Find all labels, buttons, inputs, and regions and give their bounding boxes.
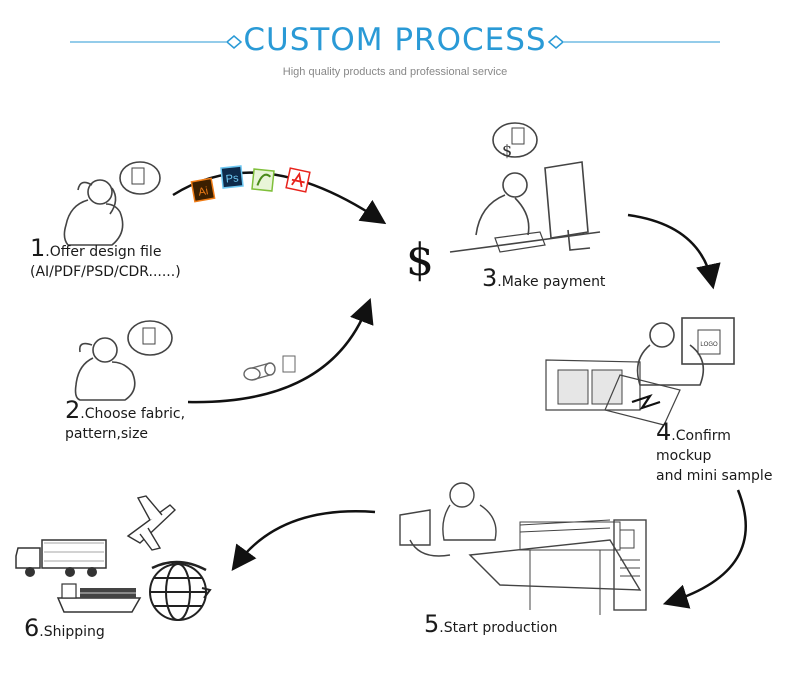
step-6-label: 6.Shipping — [24, 616, 105, 642]
step-text-2: (AI/PDF/PSD/CDR......) — [30, 264, 181, 280]
file-icon-label: Ps — [225, 172, 240, 185]
arrow-3-to-4 — [627, 213, 721, 290]
arrow-5-to-6 — [231, 510, 376, 572]
step-1-label: 1.Offer design file (AI/PDF/PSD/CDR.....… — [30, 236, 181, 282]
photoshop-icon: Ps — [220, 165, 244, 189]
mockup-scene: LOGO — [545, 317, 735, 426]
step-text: .Make payment — [497, 274, 606, 290]
step-number: 5 — [424, 610, 440, 638]
designer-figure — [63, 161, 161, 246]
customer-figure — [74, 320, 173, 401]
step-text: .Shipping — [39, 624, 105, 640]
production-scene — [399, 482, 647, 615]
fabric-roll-icon — [243, 355, 296, 381]
file-icon-label: Ai — [197, 185, 209, 199]
step-text: .Start production — [439, 620, 558, 636]
step-3-label: 3.Make payment — [482, 266, 606, 292]
page-title: CUSTOM PROCESS — [243, 22, 547, 58]
step-text: .Offer design file — [45, 244, 162, 260]
page-subtitle: High quality products and professional s… — [282, 66, 508, 78]
step-number: 4 — [656, 418, 672, 446]
step-text: .Choose fabric, — [80, 406, 186, 422]
truck-icon — [15, 539, 107, 577]
step-5-label: 5.Start production — [424, 612, 558, 638]
step-text-2: and mini sample — [656, 468, 773, 484]
arrow-4-to-5 — [662, 489, 747, 609]
step-text-2: pattern,size — [65, 426, 149, 442]
coreldraw-icon — [251, 168, 275, 192]
title-divider-right — [547, 35, 720, 49]
payment-scene: $ — [449, 122, 601, 253]
globe-icon — [149, 560, 212, 621]
step-text: .Confirm mockup — [656, 428, 731, 464]
dollar-icon: $ — [406, 235, 434, 286]
airplane-icon — [126, 495, 177, 551]
logo-text: LOGO — [700, 342, 718, 348]
step-number: 2 — [65, 396, 81, 424]
cargo-ship-icon — [56, 583, 142, 613]
step-2-label: 2.Choose fabric, pattern,size — [65, 398, 186, 444]
step-number: 3 — [482, 264, 498, 292]
step-number: 6 — [24, 614, 40, 642]
title-divider-left — [70, 35, 243, 49]
pdf-icon — [285, 167, 311, 193]
illustrator-icon: Ai — [190, 177, 216, 203]
arrow-2-to-3 — [187, 297, 374, 404]
step-number: 1 — [30, 234, 46, 262]
bubble-dollar: $ — [502, 141, 512, 160]
step-4-label: 4.Confirm mockup and mini sample — [656, 420, 790, 486]
